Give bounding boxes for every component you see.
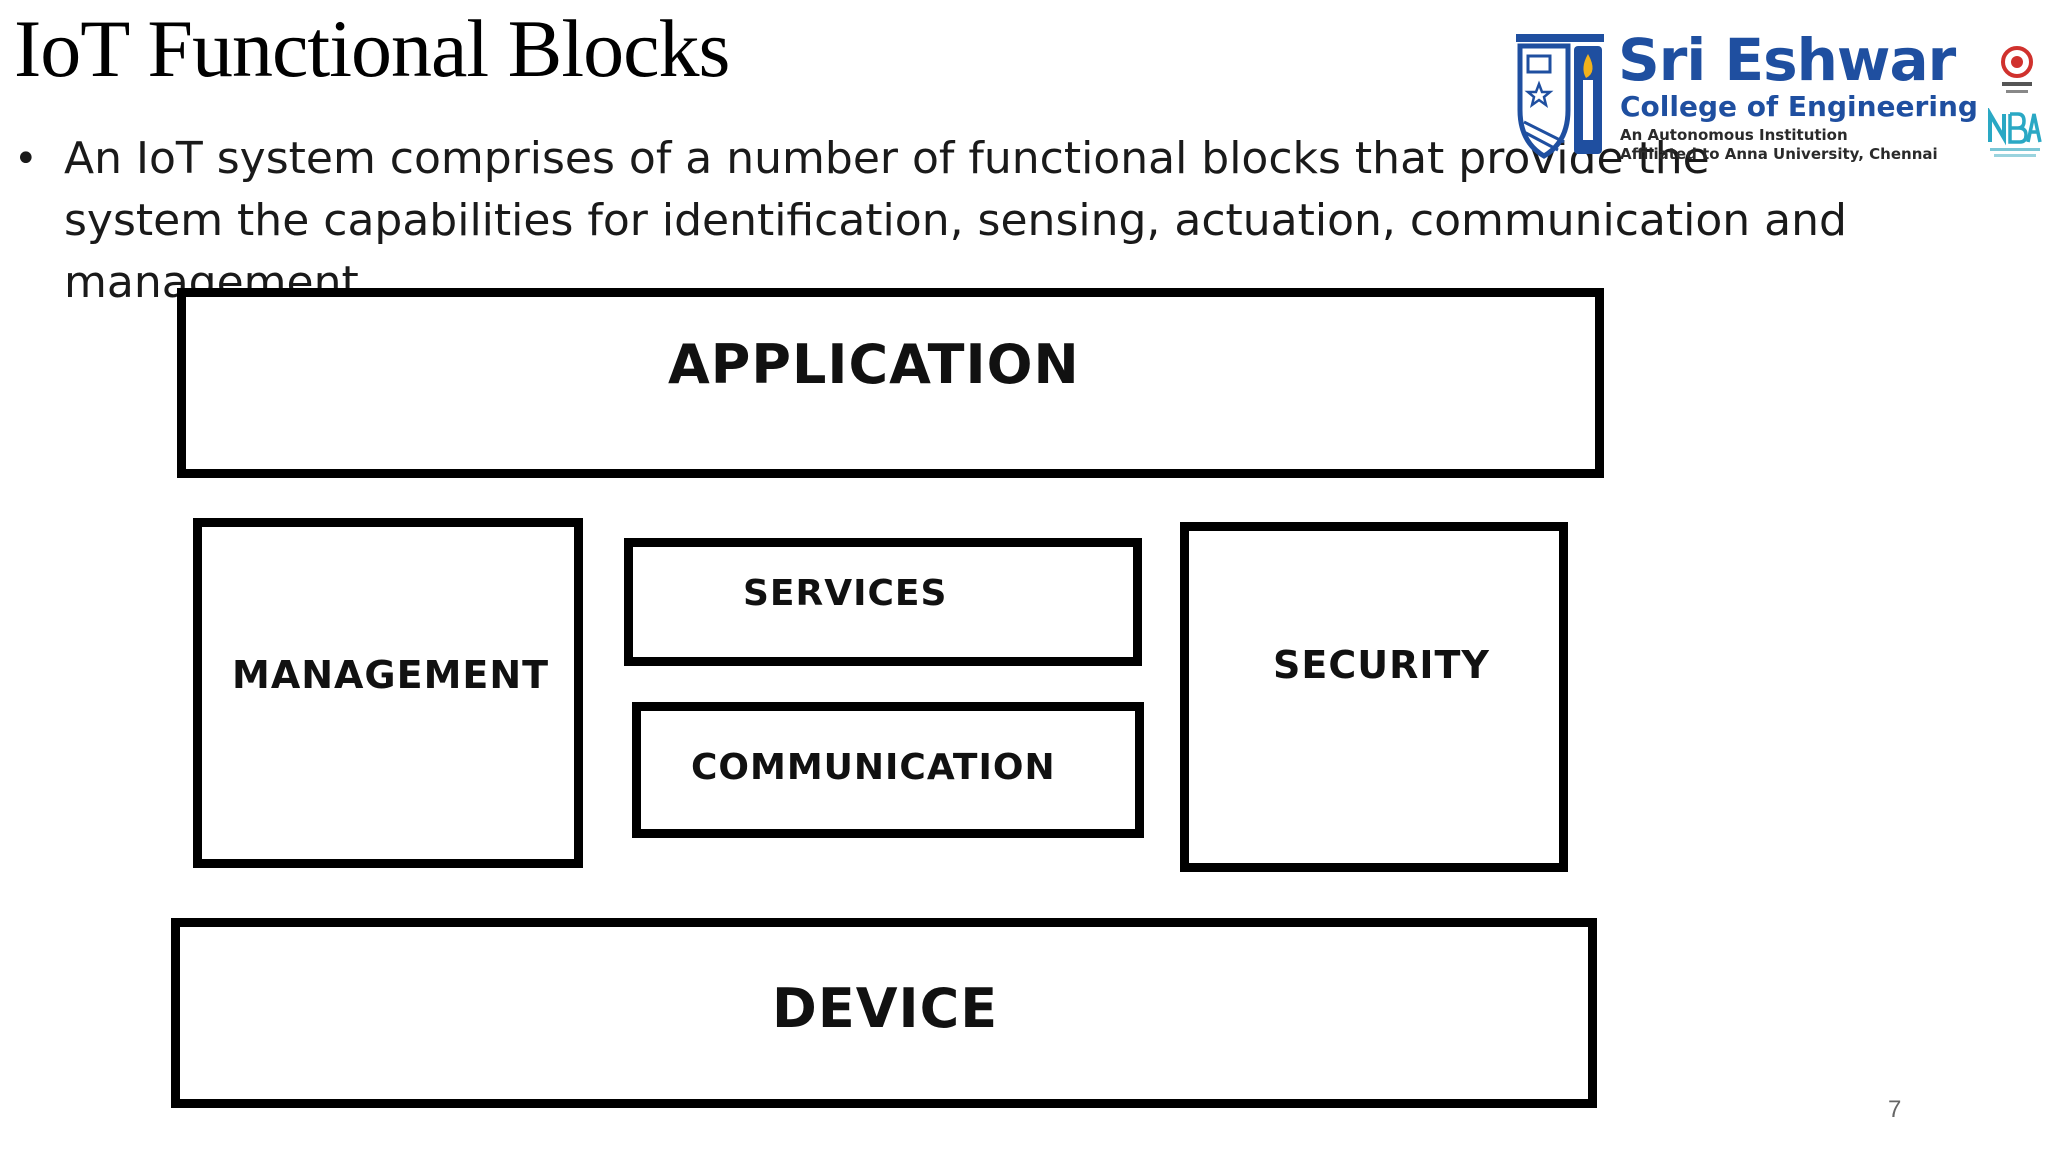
security-block: SECURITY <box>1180 522 1568 872</box>
bullet-dot-icon: • <box>14 136 38 182</box>
security-label: SECURITY <box>1273 643 1490 687</box>
logo-tagline-autonomous: An Autonomous Institution <box>1620 126 1848 144</box>
slide-title: IoT Functional Blocks <box>14 3 730 94</box>
device-block: DEVICE <box>171 918 1597 1108</box>
college-emblem-icon <box>1516 34 1604 159</box>
logo-subtitle: College of Engineering <box>1620 90 1978 123</box>
college-logo: Sri Eshwar College of Engineering An Aut… <box>1514 26 2044 166</box>
page-number: 7 <box>1888 1096 1902 1123</box>
application-block: APPLICATION <box>177 288 1604 478</box>
communication-block: COMMUNICATION <box>632 702 1144 838</box>
management-block: MANAGEMENT <box>193 518 583 868</box>
application-label: APPLICATION <box>668 333 1080 396</box>
services-block: SERVICES <box>624 538 1142 666</box>
services-label: SERVICES <box>743 573 948 614</box>
naac-badge-icon <box>2001 46 2033 93</box>
bullet-point: • An IoT system comprises of a number of… <box>14 128 1874 314</box>
management-label: MANAGEMENT <box>232 653 550 697</box>
logo-tagline-affiliation: Affiliated to Anna University, Chennai <box>1620 145 1938 163</box>
logo-name: Sri Eshwar <box>1618 26 1956 94</box>
communication-label: COMMUNICATION <box>691 747 1056 788</box>
nba-badge-icon <box>1988 108 2042 157</box>
bullet-text: An IoT system comprises of a number of f… <box>64 133 1847 308</box>
device-label: DEVICE <box>772 977 999 1040</box>
